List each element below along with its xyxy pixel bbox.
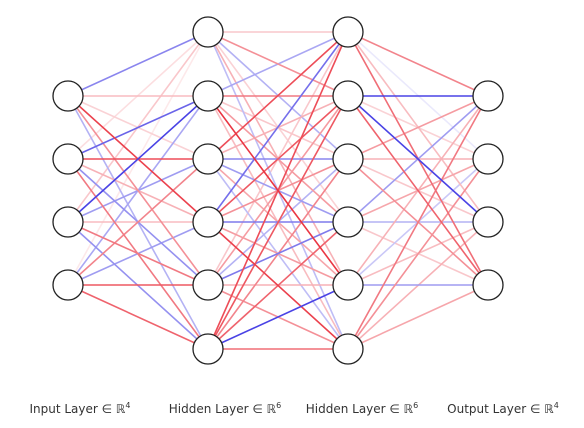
output-layer-label: Output Layer ∈ ℝ4	[447, 401, 559, 417]
connection-l0-1-to-1	[67, 95, 209, 160]
input-neuron-3	[52, 206, 84, 238]
input-layer-label: Input Layer ∈ ℝ4	[29, 401, 131, 417]
output-neuron-3	[472, 206, 504, 238]
connection-l1-3-to-1	[207, 95, 349, 223]
connection-l0-2-to-4	[67, 221, 209, 286]
connections-group	[67, 31, 489, 350]
hidden1-neuron-5	[192, 269, 224, 301]
hidden1-neuron-2	[192, 80, 224, 112]
connection-l0-2-to-1	[67, 95, 209, 223]
hidden1-neuron-1	[192, 16, 224, 48]
connection-l2-0-to-0	[347, 31, 489, 97]
connection-l1-3-to-0	[207, 31, 349, 223]
neurons-group	[52, 16, 504, 365]
connection-l1-3-to-5	[207, 221, 349, 350]
output-neuron-2	[472, 143, 504, 175]
connection-l2-1-to-2	[347, 95, 489, 223]
connection-l2-5-to-0	[347, 95, 489, 350]
hidden-layer-1-label: Hidden Layer ∈ ℝ6	[168, 401, 282, 417]
connection-l1-4-to-3	[207, 221, 349, 286]
input-neuron-4	[52, 269, 84, 301]
hidden1-neuron-3	[192, 143, 224, 175]
hidden2-neuron-5	[332, 269, 364, 301]
hidden2-neuron-1	[332, 16, 364, 48]
hidden-layer-2-label: Hidden Layer ∈ ℝ6	[305, 401, 419, 417]
connection-l0-3-to-5	[67, 284, 209, 350]
hidden2-neuron-6	[332, 333, 364, 365]
connection-l1-5-to-1	[207, 95, 349, 350]
hidden2-neuron-2	[332, 80, 364, 112]
hidden1-neuron-4	[192, 206, 224, 238]
connection-l2-1-to-3	[347, 95, 489, 286]
connection-l0-3-to-2	[67, 158, 209, 286]
connection-l1-2-to-0	[207, 31, 349, 160]
connection-l0-0-to-4	[67, 95, 209, 286]
connection-l2-5-to-3	[347, 284, 489, 350]
connection-l0-0-to-0	[67, 31, 209, 97]
output-neuron-1	[472, 80, 504, 112]
hidden2-neuron-4	[332, 206, 364, 238]
connection-l2-5-to-1	[347, 158, 489, 350]
connection-l1-1-to-4	[207, 95, 349, 286]
connection-l2-2-to-0	[347, 95, 489, 160]
input-neuron-2	[52, 143, 84, 175]
input-neuron-1	[52, 80, 84, 112]
connection-l1-5-to-4	[207, 284, 349, 350]
hidden2-neuron-3	[332, 143, 364, 175]
output-neuron-4	[472, 269, 504, 301]
hidden1-neuron-6	[192, 333, 224, 365]
